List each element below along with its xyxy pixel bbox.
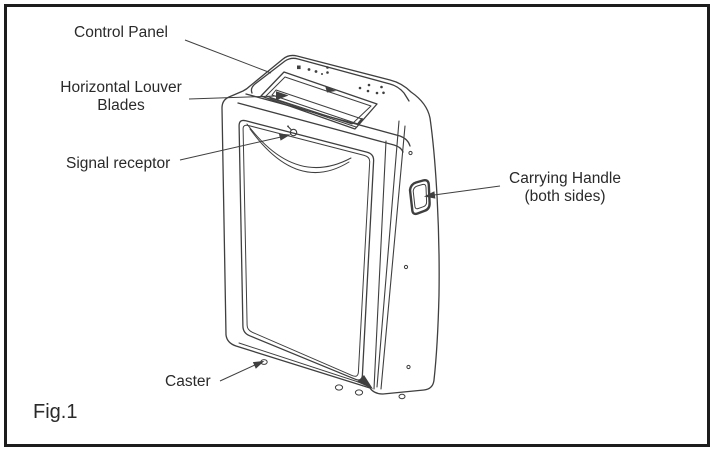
signal-receptor-leader: [179, 136, 282, 161]
carrying-handle-leader: [433, 185, 501, 196]
cabinet-silhouette: [221, 54, 440, 395]
screw-marks: [403, 150, 413, 370]
louver-direction-arrow-icon: [325, 85, 336, 93]
signal-receptor-arrow-icon: [278, 133, 291, 141]
deck-front-edge: [245, 93, 411, 147]
carrying-handle-label-line2: (both sides): [524, 188, 606, 205]
louver-leader: [188, 95, 278, 100]
ac-unit-drawing: [221, 54, 440, 400]
side-corner-lines: [373, 120, 406, 390]
carrying-handle-label-line1: Carrying Handle: [509, 170, 621, 187]
figure-border: [4, 4, 710, 447]
front-grille-panel: [238, 119, 375, 381]
caster-leader: [219, 364, 256, 382]
signal-receptor-label: Signal receptor: [66, 155, 171, 172]
leader-lines: [179, 39, 501, 382]
signal-receptor-mark: [287, 125, 298, 137]
horizontal-louver-label: Horizontal Louver Blades: [48, 79, 194, 115]
caster-arrow-icon: [252, 360, 265, 369]
control-panel-label: Control Panel: [74, 24, 168, 41]
base-corner-notch: [357, 375, 373, 389]
caster-label: Caster: [165, 373, 211, 390]
base-inner-line: [238, 342, 367, 385]
top-deck-inner-line: [250, 57, 410, 102]
figure-caption: Fig.1: [33, 401, 78, 423]
horizontal-louver-label-line1: Horizontal Louver: [60, 79, 182, 96]
horizontal-louver-label-line2: Blades: [97, 97, 145, 114]
control-panel-buttons: [297, 65, 385, 95]
louver-opening: [260, 71, 378, 130]
casters: [260, 359, 406, 400]
carrying-handle-arrow-icon: [423, 191, 436, 199]
louver-leader-arrow-icon: [276, 91, 289, 101]
control-panel-leader: [184, 39, 272, 74]
carrying-handle-label: Carrying Handle (both sides): [498, 170, 632, 206]
carrying-handle-cutout: [408, 179, 431, 216]
